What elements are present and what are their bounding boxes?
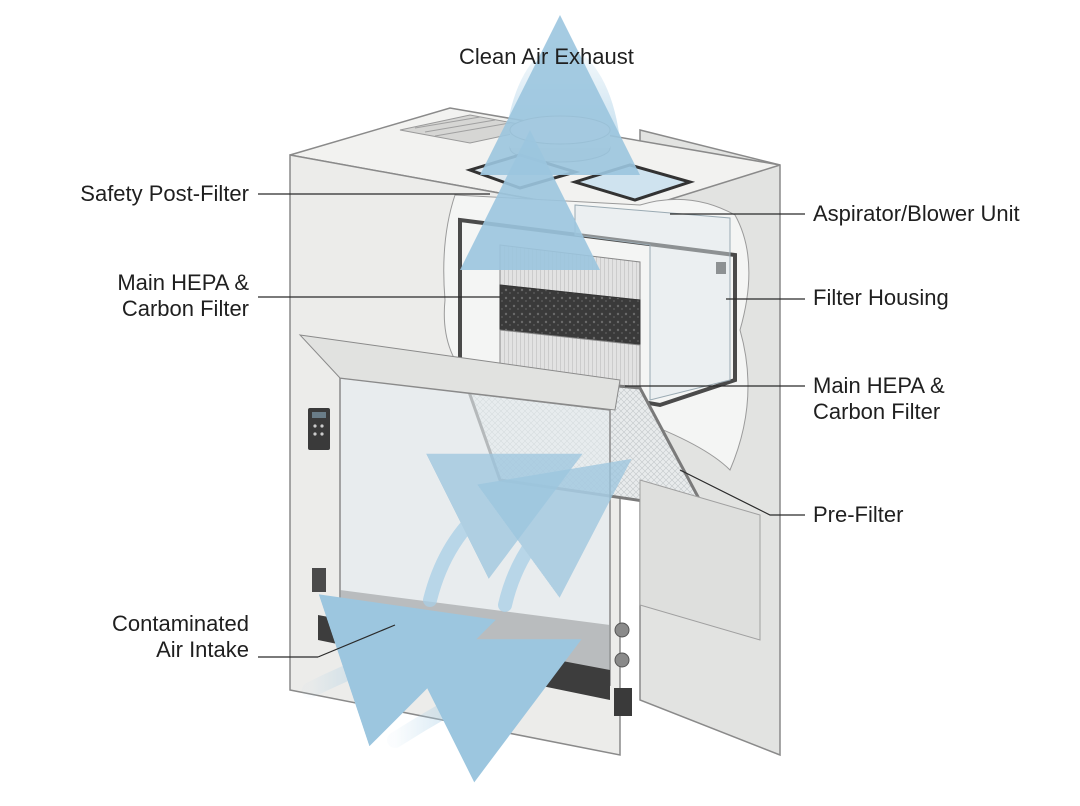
label-main-hepa-left-line2: Carbon Filter xyxy=(121,296,249,321)
label-contaminated-line1: Contaminated xyxy=(112,611,249,636)
inner-flow-2 xyxy=(477,458,632,612)
housing-latch xyxy=(716,262,726,274)
power-switch xyxy=(614,688,632,716)
label-main-hepa-right-line2: Carbon Filter xyxy=(813,399,941,424)
side-switch xyxy=(312,568,326,592)
control-panel xyxy=(308,408,330,450)
label-clean-air-exhaust: Clean Air Exhaust xyxy=(459,44,634,69)
label-main-hepa-left-line1: Main HEPA & xyxy=(117,270,249,295)
label-aspirator-blower-unit: Aspirator/Blower Unit xyxy=(813,201,1020,226)
filter-housing xyxy=(458,217,737,408)
control-knob-2 xyxy=(614,652,630,668)
label-contaminated-air-intake: Contaminated Air Intake xyxy=(0,611,249,663)
intake-flow-2 xyxy=(387,639,582,783)
leader-pre-filter xyxy=(679,469,805,516)
upper-front-bezel xyxy=(298,334,621,411)
label-safety-post-filter: Safety Post-Filter xyxy=(80,181,249,206)
label-main-hepa-left: Main HEPA & Carbon Filter xyxy=(0,270,249,322)
label-main-hepa-right-line1: Main HEPA & xyxy=(813,373,945,398)
label-contaminated-line2: Air Intake xyxy=(156,637,249,662)
leader-lines xyxy=(258,193,805,658)
label-main-hepa-right: Main HEPA & Carbon Filter xyxy=(813,373,945,425)
leader-intake-diag xyxy=(317,624,396,658)
control-knob-1 xyxy=(614,622,630,638)
label-pre-filter: Pre-Filter xyxy=(813,502,904,527)
side-panel-lower xyxy=(639,479,761,641)
label-filter-housing: Filter Housing xyxy=(813,285,949,310)
